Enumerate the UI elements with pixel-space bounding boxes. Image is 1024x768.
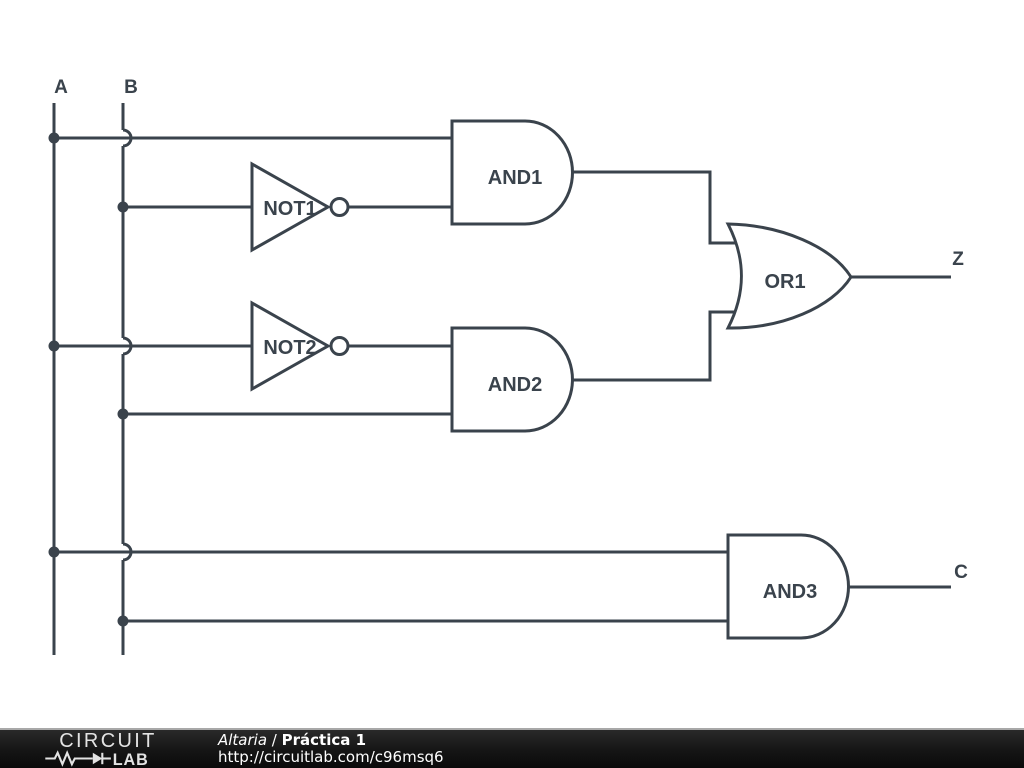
circuitlab-logo[interactable]: CIRCUIT LAB [40, 730, 176, 768]
footer-title-line: Altaria / Práctica 1 [218, 732, 444, 749]
junction-dot [48, 340, 60, 352]
footer-text-block: Altaria / Práctica 1 http://circuitlab.c… [218, 732, 444, 766]
input-label-a: A [54, 77, 68, 98]
junction-dot [48, 132, 60, 144]
junction-dot [117, 408, 129, 420]
gate-not2 [250, 300, 350, 392]
gate-label-not1: NOT1 [263, 198, 316, 220]
output-label-z: Z [952, 249, 964, 270]
inverter-bubble-icon [329, 197, 350, 217]
gate-label-and1: AND1 [488, 167, 542, 189]
gate-label-or1: OR1 [764, 271, 805, 293]
wire-and2-to-or1 [572, 310, 741, 382]
input-label-b: B [124, 77, 138, 98]
footer-url[interactable]: http://circuitlab.com/c96msq6 [218, 748, 444, 766]
gate-or1 [725, 222, 853, 330]
logo-circuit-text: CIRCUIT [59, 730, 156, 752]
schematic-canvas: A B Z C NOT1 NOT2 AND1 AND2 AND3 OR1 [48, 77, 969, 655]
gate-label-not2: NOT2 [263, 337, 316, 359]
gate-label-and2: AND2 [488, 374, 542, 396]
footer-sheet-title: Práctica 1 [281, 731, 367, 749]
junction-dot [117, 615, 129, 627]
logo-lab-text: LAB [113, 751, 149, 768]
footer-author: Altaria [218, 731, 268, 749]
gate-not1 [250, 161, 350, 253]
resistor-diode-icon [45, 750, 111, 767]
output-label-c: C [954, 562, 968, 583]
junction-dot [48, 546, 60, 558]
footer-divider [0, 728, 1024, 730]
wires [52, 103, 951, 655]
junction-dots [48, 132, 129, 627]
gate-and2 [450, 326, 574, 433]
wire-and1-to-or1 [572, 170, 741, 245]
footer-separator: / [267, 731, 282, 749]
gate-and1 [450, 119, 574, 226]
junction-dot [117, 201, 129, 213]
footer-bar: CIRCUIT LAB Altaria / Práctica 1 http://… [0, 730, 1024, 768]
gate-and3 [726, 533, 850, 640]
gate-label-and3: AND3 [763, 581, 817, 603]
inverter-bubble-icon [329, 336, 350, 356]
